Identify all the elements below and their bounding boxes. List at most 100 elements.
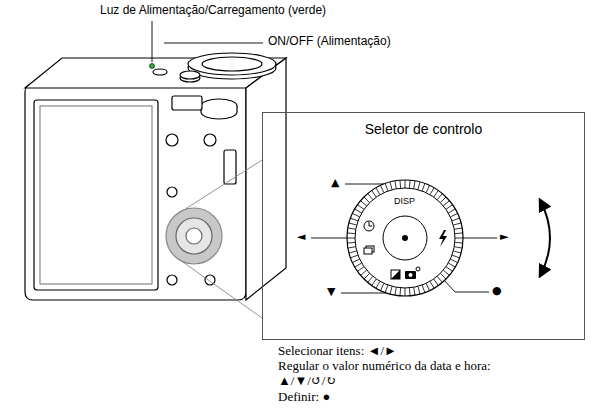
knurl-stroke [454, 247, 462, 248]
knurl-stroke [453, 251, 461, 253]
button [167, 275, 177, 285]
knurl-stroke [414, 287, 415, 295]
button-label: DISP [393, 196, 416, 206]
knurl-stroke [434, 190, 439, 197]
knurl-stroke [409, 180, 411, 188]
side-face [246, 58, 286, 300]
knurling [347, 180, 463, 296]
knurl-stroke [349, 251, 357, 253]
knurl-stroke [448, 209, 455, 213]
knurl-stroke [361, 270, 367, 275]
dial-outer [347, 180, 463, 296]
knurl-stroke [450, 213, 457, 216]
knurl-stroke [349, 223, 357, 225]
leader-lines [152, 21, 497, 318]
knurl-stroke [352, 259, 359, 262]
leader-line [463, 238, 497, 239]
control-wheel [176, 218, 212, 254]
knurl-stroke [422, 183, 425, 191]
knurl-stroke [452, 218, 460, 221]
leader-line [176, 160, 262, 215]
exposure-icon [391, 270, 400, 279]
knurl-stroke [364, 273, 370, 279]
power-lamp [150, 64, 155, 69]
direction-symbol: ▼ [327, 286, 335, 299]
box-title: Seletor de controlo [263, 121, 584, 137]
callout-label: ON/OFF (Alimentação) [268, 35, 391, 49]
knurl-stroke [361, 201, 367, 206]
knurl-stroke [355, 209, 362, 213]
knurl-stroke [446, 205, 453, 210]
callout-label: Luz de Alimentação/Carregamento (verde) [100, 4, 326, 18]
rotate-arrow [540, 200, 550, 276]
leader-line [152, 21, 153, 62]
shutter-button-top [180, 71, 200, 79]
knurl-stroke [440, 197, 446, 203]
leader-line [164, 43, 263, 44]
scene-icon [405, 267, 420, 279]
knurl-stroke [364, 197, 370, 203]
knurl-stroke [376, 281, 380, 288]
knurl-stroke [443, 201, 449, 206]
knurl-stroke [455, 238, 463, 239]
knurl-stroke [372, 279, 377, 286]
knurl-stroke [372, 190, 377, 197]
knurl-stroke [405, 180, 406, 188]
power-button [153, 69, 167, 75]
instruction-text: Regular o valor numérico da data e hora:… [278, 359, 498, 389]
direction-symbol: ◄ [297, 231, 305, 244]
knurl-stroke [357, 205, 364, 210]
center-button [383, 216, 427, 260]
knurl-stroke [395, 287, 396, 295]
control-wheel-highlight [166, 208, 222, 264]
knurl-stroke [409, 288, 411, 296]
knurl-stroke [350, 255, 358, 258]
knurl-stroke [385, 183, 388, 191]
knurl-stroke [422, 285, 425, 293]
leader-line [311, 238, 347, 239]
knurl-stroke [430, 188, 434, 195]
knurl-stroke [368, 276, 373, 282]
knurl-stroke [418, 182, 420, 190]
camera-body [25, 53, 286, 300]
control-dial [347, 180, 463, 296]
knurl-stroke [399, 180, 401, 188]
flash-icon [439, 230, 447, 247]
knurl-stroke [440, 273, 446, 279]
direction-symbol: ▲ [331, 177, 339, 190]
knurl-stroke [455, 242, 463, 244]
mode-dial-side [201, 106, 237, 119]
knurl-stroke [385, 285, 388, 293]
knurl-stroke [453, 223, 461, 225]
knurl-stroke [430, 281, 434, 288]
knurl-stroke [437, 194, 442, 200]
direction-symbol: ► [500, 231, 508, 244]
knurl-stroke [368, 194, 373, 200]
knurl-stroke [348, 228, 356, 229]
knurl-stroke [380, 283, 383, 290]
leader-line [180, 260, 262, 318]
screen [34, 100, 158, 290]
center-button [186, 228, 202, 244]
knurl-stroke [355, 263, 362, 267]
knurl-stroke [448, 263, 455, 267]
lens-cap [202, 57, 262, 71]
inset-box: Seletor de controlo [262, 112, 585, 340]
knurl-stroke [455, 232, 463, 234]
lens-ring-top [188, 53, 276, 75]
knurl-stroke [452, 255, 460, 258]
knurl-stroke [454, 228, 462, 229]
thumb-grip [172, 96, 202, 110]
button [166, 134, 178, 146]
knurl-stroke [352, 213, 359, 216]
knurl-stroke [350, 218, 358, 221]
knurl-stroke [426, 185, 429, 192]
knurl-stroke [376, 188, 380, 195]
screen-inner [40, 106, 152, 284]
rear-face [25, 84, 246, 300]
dial-face [355, 188, 455, 288]
strap-cover [224, 150, 236, 184]
knurl-stroke [426, 283, 429, 290]
center-dot [402, 235, 408, 241]
